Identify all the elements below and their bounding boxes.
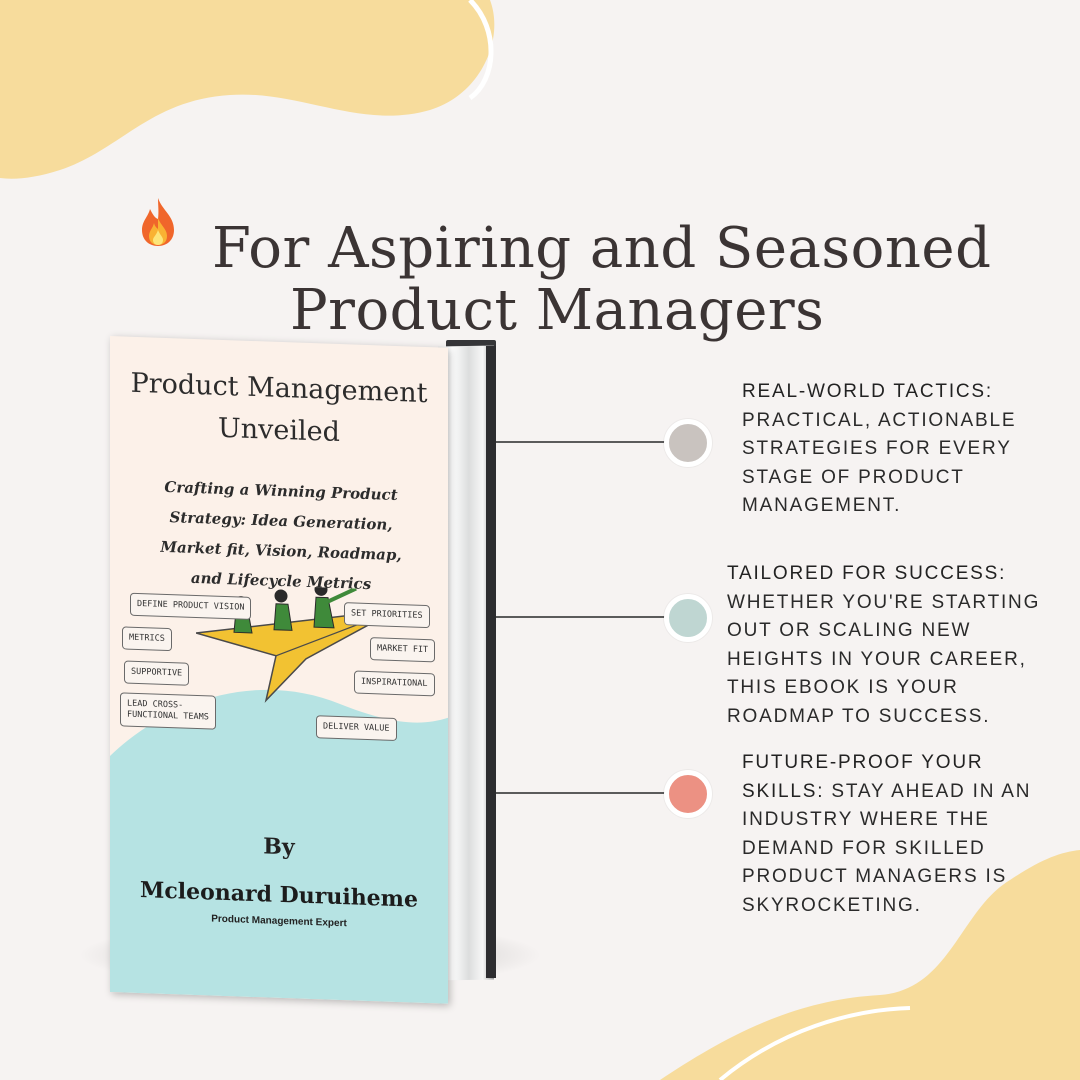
cover-teal-wave — [110, 689, 448, 1004]
feature-tailored-for-success: Tailored for Success: Whether you're sta… — [727, 560, 1067, 731]
feature-future-proof-skills: Future-Proof Your Skills: Stay ahead in … — [742, 749, 1032, 920]
feature-3-body: Stay ahead in an industry where the dema… — [742, 780, 1032, 916]
connector-line-2 — [496, 616, 668, 618]
headline-line-2: Product Managers — [290, 277, 825, 343]
tag-supportive: SUPPORTIVE — [124, 660, 190, 686]
feature-2-heading: Tailored for Success: — [727, 563, 1007, 584]
feature-1-heading: Real-World Tactics: — [742, 381, 993, 402]
tag-lead-cross-functional-teams: LEAD CROSS- FUNCTIONAL TEAMS — [120, 692, 216, 730]
tag-inspirational: INSPIRATIONAL — [354, 670, 435, 697]
feature-2-body: Whether you're starting out or scaling n… — [727, 591, 1041, 727]
connector-line-3 — [496, 792, 668, 794]
book-cover: Product Management Unveiled Crafting a W… — [110, 336, 448, 1004]
feature-dot-2 — [664, 594, 712, 642]
tag-lead-line-2: FUNCTIONAL TEAMS — [127, 709, 209, 723]
connector-line-1 — [496, 441, 668, 443]
tag-deliver-value: DELIVER VALUE — [316, 715, 397, 742]
headline-line-1: For Aspiring and Seasoned — [212, 215, 992, 281]
feature-dot-1 — [664, 419, 712, 467]
tag-set-priorities: SET PRIORITIES — [344, 602, 430, 629]
feature-3-heading: Future-Proof Your Skills: — [742, 752, 984, 802]
feature-real-world-tactics: Real-World Tactics: Practical, actionabl… — [742, 378, 1042, 521]
feature-dot-3 — [664, 770, 712, 818]
book-subtitle: Crafting a Winning Product Strategy: Ide… — [160, 477, 402, 594]
bottom-right-decorative-blob — [660, 850, 1080, 1080]
top-left-decorative-blob — [0, 0, 495, 179]
tag-metrics: METRICS — [122, 626, 172, 652]
tag-market-fit: MARKET FIT — [370, 637, 436, 663]
book-title: Product Management Unveiled — [110, 362, 448, 458]
tag-define-product-vision: DEFINE PRODUCT VISION — [130, 592, 252, 620]
book-spine — [486, 346, 496, 978]
feature-1-body: Practical, actionable strategies for eve… — [742, 409, 1017, 517]
fire-icon — [142, 198, 174, 246]
headline: For Aspiring and Seasoned Product Manage… — [130, 215, 1010, 343]
